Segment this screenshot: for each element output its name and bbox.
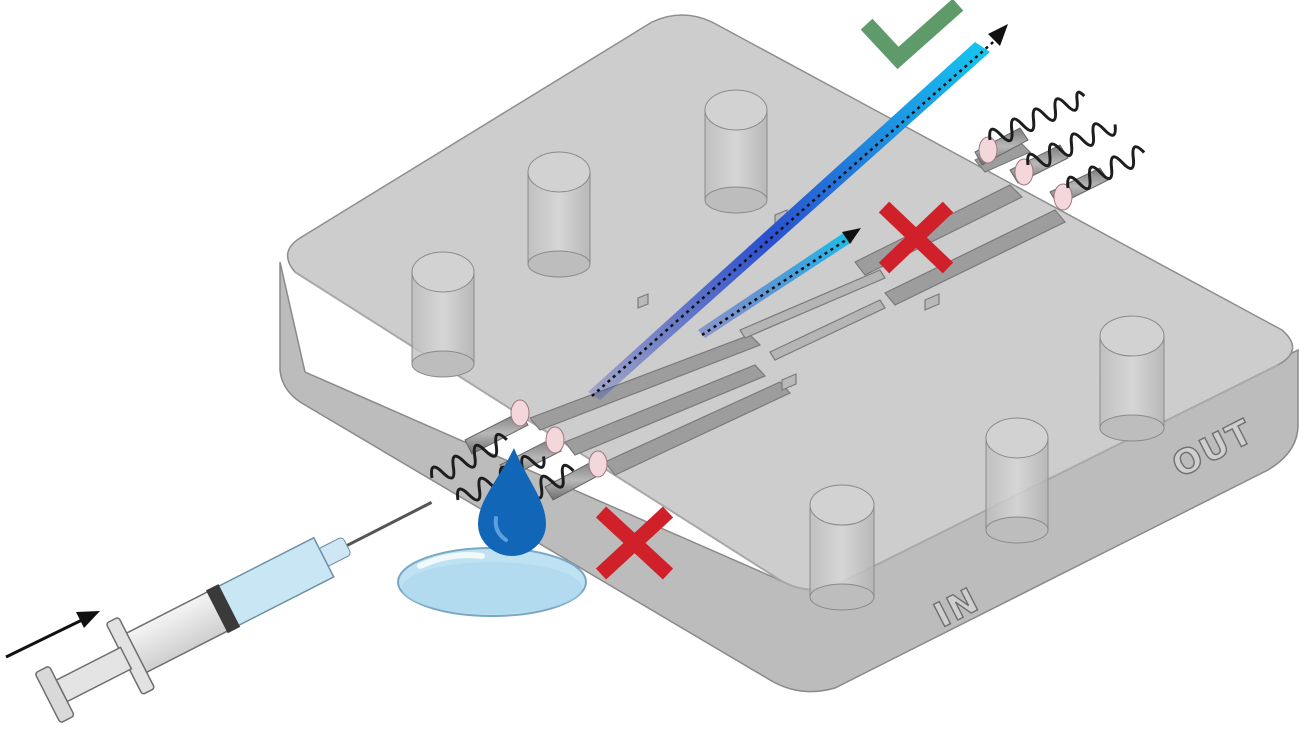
light-paths <box>588 24 1008 400</box>
pillar <box>704 89 768 214</box>
cable-coil <box>988 90 1086 143</box>
pillar <box>411 251 475 378</box>
cable-coil <box>430 432 508 480</box>
pillar <box>809 484 875 611</box>
syringe-plunger-seal <box>205 584 241 634</box>
arrow-icon <box>988 24 1008 46</box>
output-fibers <box>974 127 1109 211</box>
syringe-thumb-press <box>35 666 75 723</box>
channel <box>528 334 762 431</box>
pillar <box>1099 315 1165 442</box>
pillars <box>411 89 1165 611</box>
cross-mark-icon <box>595 506 674 580</box>
channel <box>739 269 886 339</box>
channel <box>884 209 1066 306</box>
cross-mark-icon <box>878 201 954 274</box>
channel <box>769 299 886 361</box>
cable-coil <box>1026 122 1117 168</box>
water-drop-icon <box>478 448 546 556</box>
check-mark-icon <box>860 0 964 70</box>
arrow-icon <box>5 611 100 659</box>
fiber <box>544 450 608 501</box>
arrow-icon <box>842 228 861 244</box>
syringe-needle <box>344 501 433 548</box>
pillar <box>985 417 1049 544</box>
channel <box>604 381 791 476</box>
cable-coil <box>1066 145 1146 191</box>
fiber <box>974 127 1029 166</box>
fiber <box>464 399 530 455</box>
pillar <box>527 151 591 278</box>
leak-puddle <box>397 547 587 617</box>
input-fibers <box>464 399 608 501</box>
light-beam-secondary <box>698 232 852 338</box>
fiber <box>1049 167 1109 211</box>
alignment-notch <box>924 293 940 311</box>
alignment-notch <box>781 373 797 391</box>
light-path-secondary-dotted <box>701 234 853 337</box>
fiber <box>1009 144 1069 186</box>
channel <box>564 364 767 456</box>
syringe-plunger-rod <box>55 646 133 703</box>
syringe <box>35 501 433 723</box>
channels <box>528 139 1066 476</box>
alignment-notch <box>637 293 649 309</box>
output-cable-coils <box>988 90 1146 191</box>
